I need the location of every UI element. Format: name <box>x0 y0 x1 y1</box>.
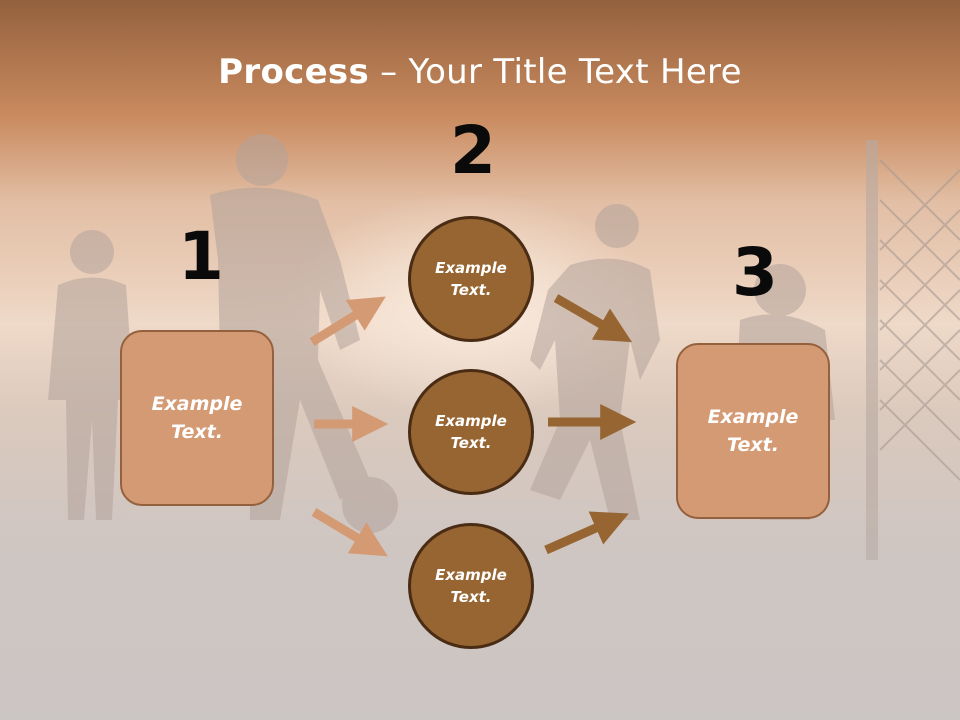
title-bold: Process <box>218 52 370 92</box>
box-left-line2: Text. <box>171 421 223 443</box>
step-number-2: 2 <box>450 112 496 189</box>
step-number-1: 1 <box>178 218 224 295</box>
arrow-top-to-right <box>553 294 633 343</box>
arrow-bottom-to-right <box>544 511 629 555</box>
circle-middle-line2: Text. <box>450 434 492 452</box>
slide-title: Process – Your Title Text Here <box>0 52 960 92</box>
goal-net <box>866 140 960 560</box>
title-rest: – Your Title Text Here <box>369 52 742 92</box>
box-left-line1: Example <box>151 392 243 415</box>
box-right-line2: Text. <box>727 434 779 456</box>
circle-bottom-line1: Example <box>435 565 507 584</box>
arrow-left-to-top <box>309 296 386 346</box>
box-right-line1: Example <box>707 405 799 428</box>
step-number-3: 3 <box>732 234 778 311</box>
circle-top-line1: Example <box>435 258 507 277</box>
arrow-left-to-bottom <box>311 508 388 557</box>
circle-top-line2: Text. <box>450 281 492 299</box>
circle-bottom-line2: Text. <box>450 588 492 606</box>
circle-middle-line1: Example <box>435 411 507 430</box>
